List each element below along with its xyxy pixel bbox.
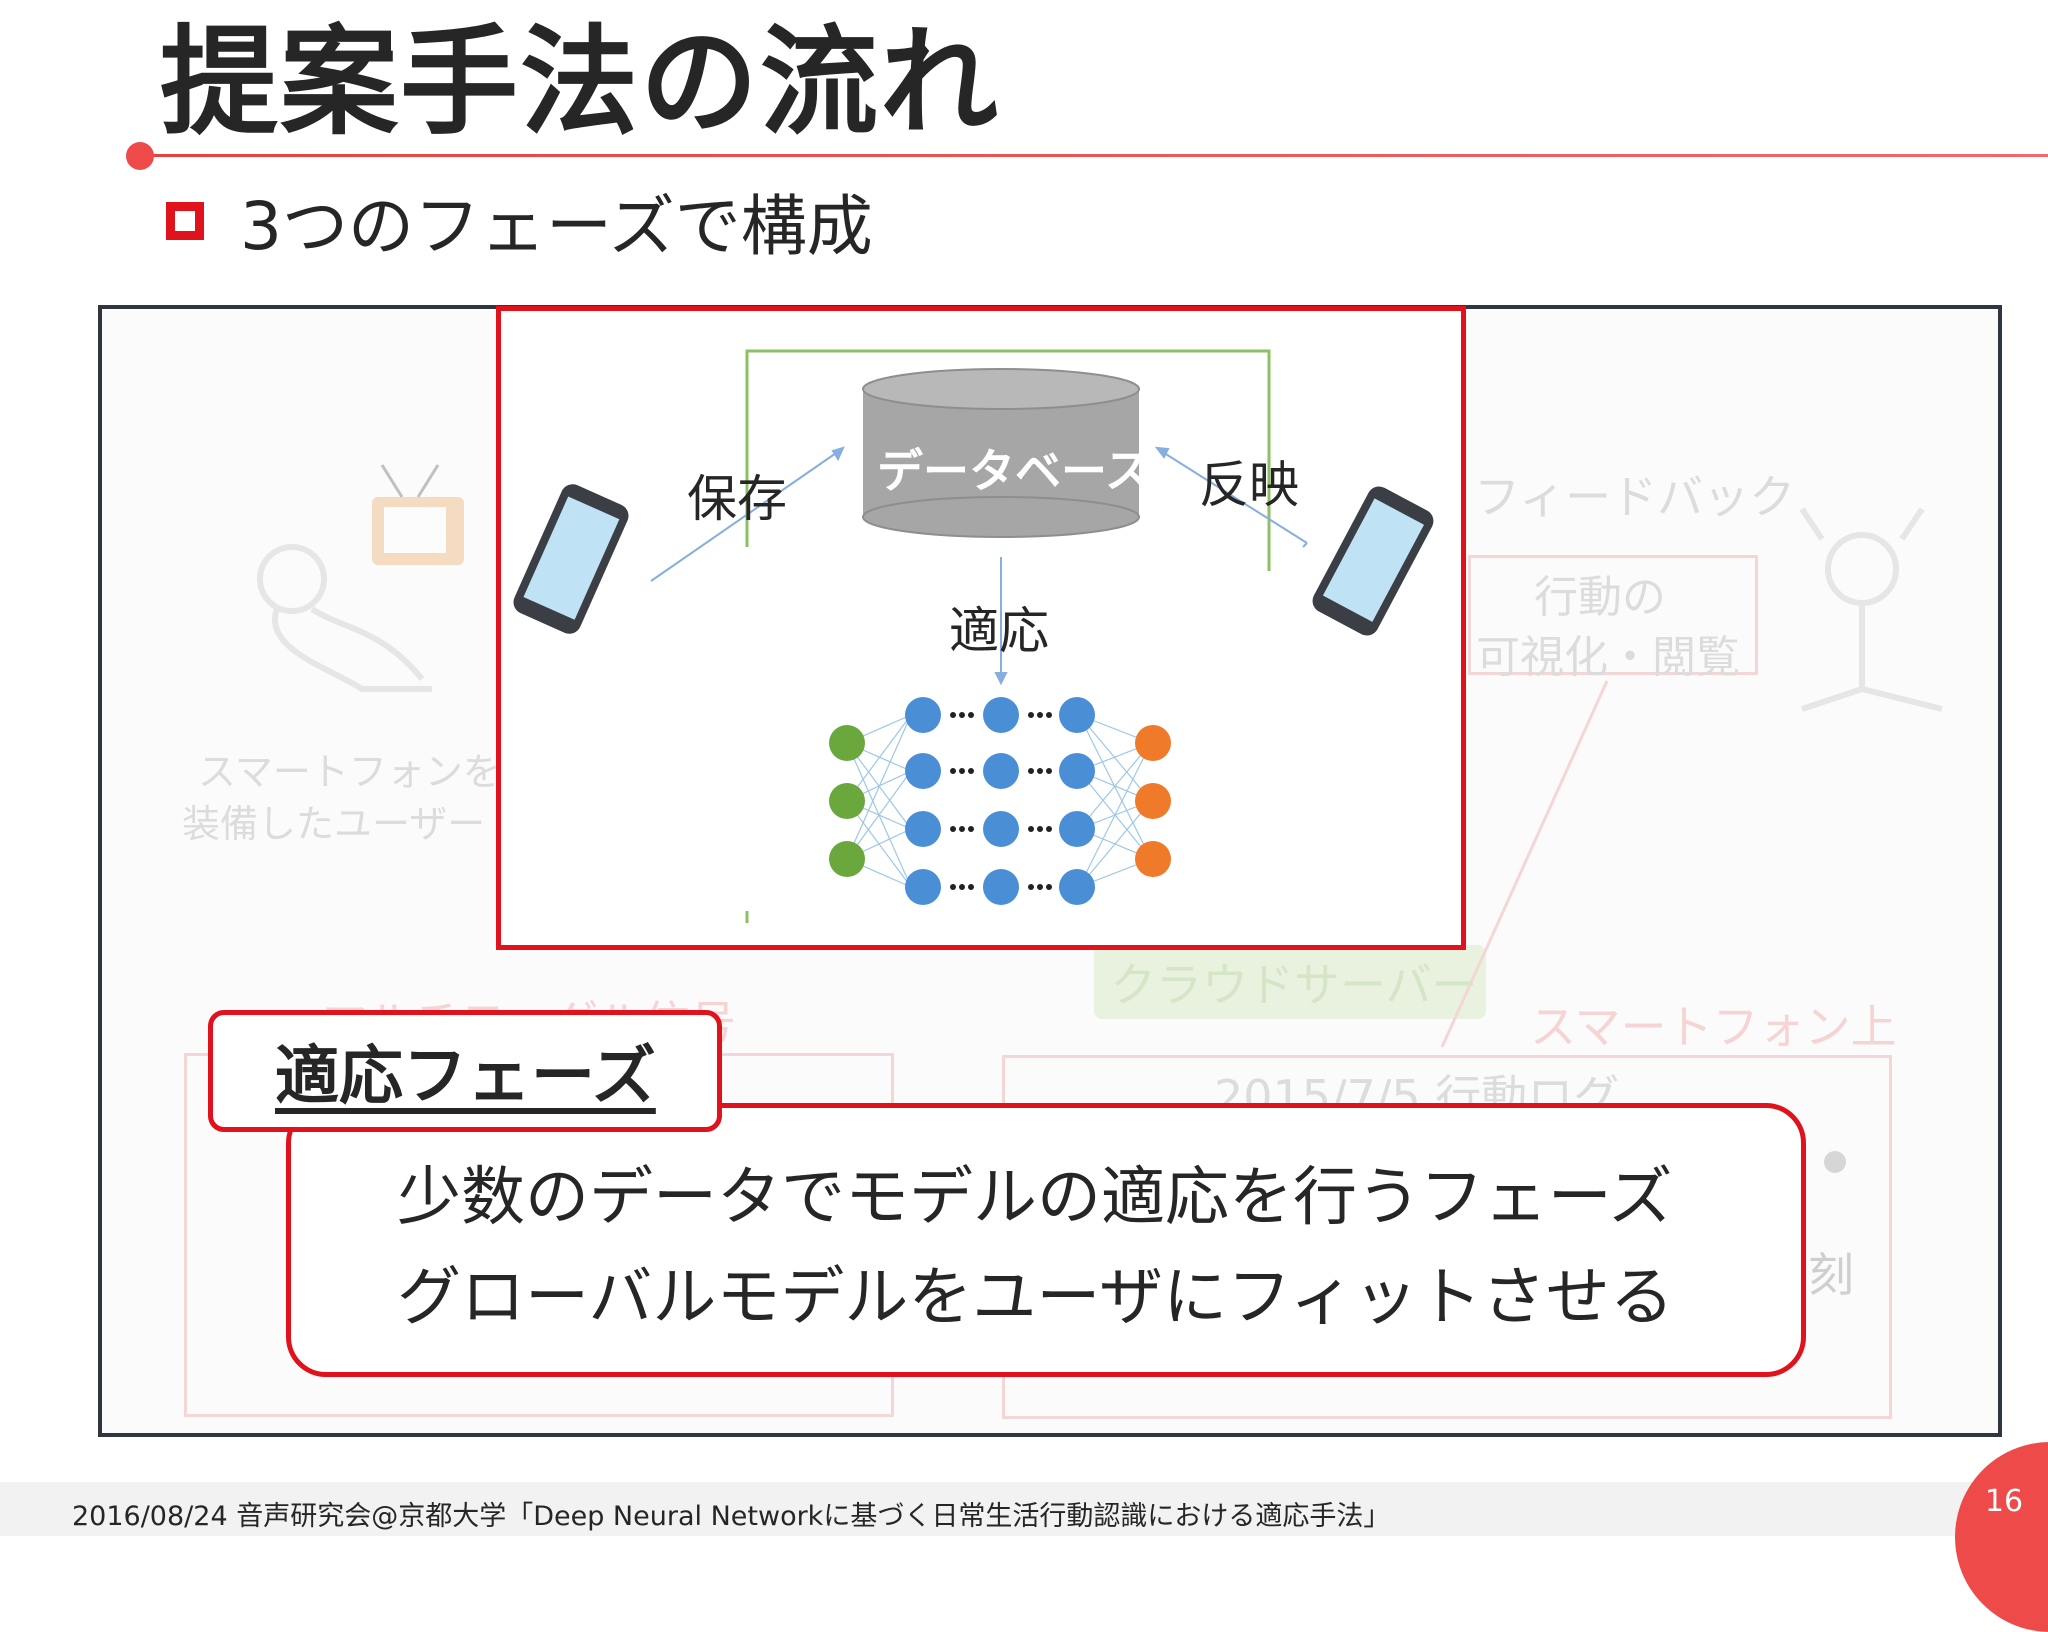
database-label: データベース bbox=[877, 444, 1151, 498]
bullet-text: 3つのフェーズで構成 bbox=[240, 188, 873, 265]
phase-description-line-1: 少数のデータでモデルの適応を行うフェーズ bbox=[397, 1161, 1673, 1235]
footer-text: 2016/08/24 音声研究会@京都大学「Deep Neural Networ… bbox=[72, 1501, 1391, 1532]
left-smartphone-icon bbox=[513, 484, 629, 634]
bullet-row: 3つのフェーズで構成 bbox=[166, 176, 873, 266]
view-label-2: 可視化・閲覧 bbox=[1476, 632, 1740, 683]
phase-description-line-2: グローバルモデルをユーザにフィットさせる bbox=[397, 1261, 1674, 1335]
page-number: 16 bbox=[1984, 1484, 2024, 1519]
database-icon bbox=[862, 368, 1140, 538]
slide-title: 提案手法の流れ bbox=[160, 13, 1001, 151]
title-rule bbox=[140, 154, 2048, 157]
phase-description-box: 少数のデータでモデルの適応を行うフェーズ グローバルモデルをユーザにフィットさせ… bbox=[286, 1103, 1806, 1377]
title-rule-dot bbox=[126, 142, 154, 170]
log-dot bbox=[1824, 1151, 1846, 1173]
reflect-label: 反映 bbox=[1199, 456, 1299, 514]
user-label-2: 装備したユーザー bbox=[182, 802, 486, 846]
focus-diagram: データベース 保存 反映 適応 bbox=[496, 306, 1466, 950]
right-smartphone-icon bbox=[1312, 486, 1434, 636]
phase-name: 適応フェーズ bbox=[275, 1040, 656, 1114]
adapt-label: 適応 bbox=[949, 602, 1049, 660]
tv-icon bbox=[372, 464, 464, 565]
cloud-server-badge bbox=[1094, 945, 1486, 1019]
user-label-1: スマートフォンを bbox=[198, 750, 501, 794]
view-box bbox=[1468, 555, 1758, 675]
view-label-1: 行動の bbox=[1534, 572, 1666, 623]
page-number-badge bbox=[1955, 1442, 2048, 1632]
smartphone-label: スマートフォン上 bbox=[1530, 1000, 1897, 1054]
phase-tab: 適応フェーズ bbox=[208, 1010, 722, 1132]
cloud-server-label: クラウドサーバー bbox=[1110, 958, 1478, 1012]
feedback-label: フィードバック bbox=[1474, 470, 1796, 524]
square-bullet-icon bbox=[166, 202, 204, 240]
reclining-user-icon bbox=[257, 544, 432, 692]
faded-background-art bbox=[257, 464, 1943, 1048]
save-label: 保存 bbox=[687, 470, 787, 528]
footer-bar bbox=[0, 1482, 2048, 1536]
jumping-user-icon bbox=[1799, 507, 1943, 712]
neural-network-icon bbox=[846, 714, 1152, 888]
time-fragment: 刻 bbox=[1808, 1248, 1854, 1302]
focus-diagram-art bbox=[513, 349, 1434, 923]
